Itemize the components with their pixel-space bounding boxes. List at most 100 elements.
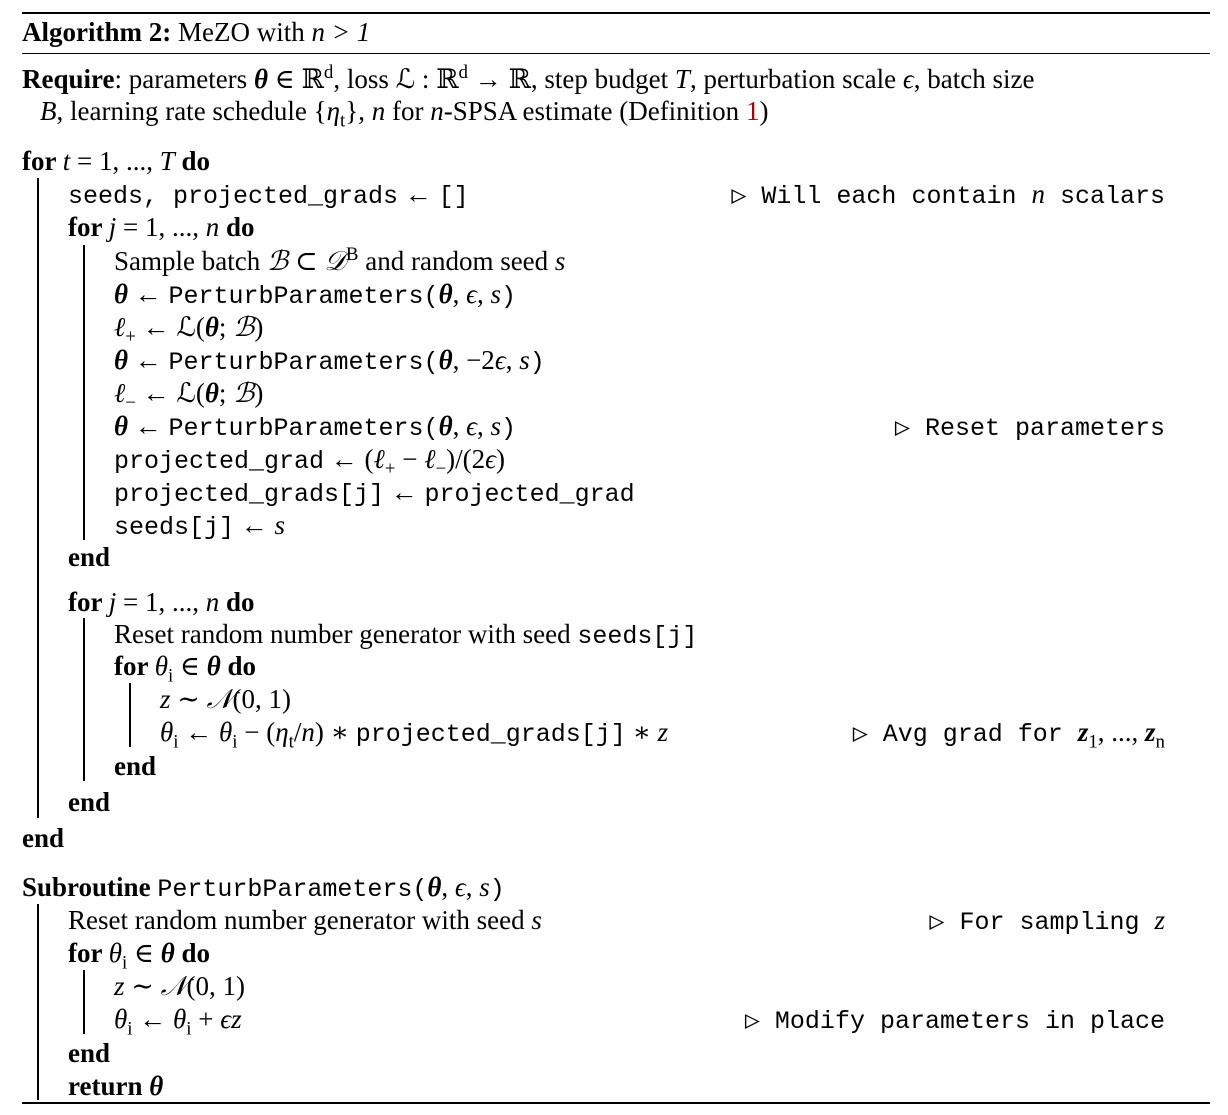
text-segment: n (205, 587, 220, 617)
text-segment: θ (149, 1071, 164, 1101)
text-segment: ∈ ℝ (267, 64, 324, 94)
text-segment: projected_grad (424, 480, 635, 509)
text-segment: ▷ Reset parameters (894, 414, 1165, 443)
text-segment: ℒ (176, 312, 196, 342)
text-segment: ∈ (173, 651, 207, 681)
text-segment: η (275, 717, 289, 747)
text-segment: ℓ (114, 312, 126, 342)
text-segment: s (479, 872, 490, 902)
text-segment: Sample batch (114, 246, 267, 276)
text-segment: T (674, 64, 690, 94)
text-segment: = 1, ..., (116, 212, 206, 242)
text-segment: , (476, 279, 491, 309)
text-segment: , ..., (1097, 717, 1146, 747)
text-segment: ) (529, 348, 545, 377)
text-segment: ϵ (466, 411, 477, 441)
text-segment: ) ∗ (314, 717, 356, 747)
algorithm-line: z ∼ 𝒩(0, 1) (160, 683, 291, 715)
text-segment: ℬ (233, 312, 255, 342)
text-segment: ) (254, 378, 264, 408)
text-segment: t (62, 146, 71, 176)
algorithm-line: for j = 1, ..., n do (68, 211, 255, 243)
text-segment: j (108, 587, 117, 617)
indent-bar-outer-loop (37, 178, 39, 818)
text-segment: [] (438, 182, 469, 211)
algorithm-name: MeZO with (177, 17, 305, 47)
algorithm-line: Reset random number generator with seed … (68, 904, 542, 936)
text-segment: for (22, 146, 63, 176)
text-segment: z (1145, 717, 1156, 747)
text-segment: ϵ (902, 64, 914, 94)
text-segment: ∈ (127, 938, 161, 968)
text-segment: return (68, 1071, 150, 1101)
algorithm-line: end (68, 1037, 110, 1069)
text-segment: ; (218, 312, 234, 342)
text-segment: ℒ (176, 378, 196, 408)
text-segment: ϵ (454, 872, 466, 902)
text-segment: ← (128, 345, 169, 375)
text-segment: (0, 1) (232, 684, 291, 714)
algorithm-line: for θi ∈ θ do (114, 650, 256, 685)
text-segment: and random seed (358, 246, 555, 276)
text-segment: θ (173, 1004, 187, 1034)
algorithm-line: θi ← θi + ϵz (114, 1003, 242, 1038)
algorithm-comment: ▷ For sampling z (929, 904, 1165, 939)
text-segment: for (68, 587, 109, 617)
text-segment: ← (132, 1004, 174, 1034)
text-segment: i (168, 665, 174, 687)
text-segment: θ (160, 717, 174, 747)
text-segment: : ℝ (415, 64, 459, 94)
text-segment: θ (160, 938, 175, 968)
text-segment: ϵ (466, 279, 477, 309)
text-segment: θ (438, 279, 453, 309)
text-segment: , (441, 872, 455, 902)
algorithm-line: return θ (68, 1070, 163, 1102)
top-rule (22, 12, 1210, 14)
text-segment: projected_grads[j] (114, 480, 385, 509)
text-segment: do (174, 938, 211, 968)
text-segment: end (22, 823, 65, 853)
algorithm-line: for j = 1, ..., n do (68, 586, 255, 618)
text-segment: do (219, 587, 255, 617)
text-segment: , perturbation scale (689, 64, 903, 94)
algorithm-line: for θi ∈ θ do (68, 937, 211, 972)
algorithm-line: projected_grad ← (ℓ+ − ℓ−)/(2ϵ) (114, 443, 505, 478)
text-segment: PerturbParameters( (168, 282, 439, 311)
text-segment: , −2 (452, 345, 495, 375)
text-segment: ℓ (114, 378, 126, 408)
text-segment: ) (500, 282, 516, 311)
text-segment: ← (135, 378, 177, 408)
text-segment: do (174, 146, 211, 176)
text-segment: t (340, 110, 346, 132)
text-segment: PerturbParameters( (168, 348, 439, 377)
algorithm-line: end (114, 750, 156, 782)
text-segment: d (323, 62, 334, 83)
text-segment: end (68, 787, 111, 817)
text-segment: θ (114, 345, 129, 375)
text-segment: − (395, 444, 425, 474)
algorithm-line: Sample batch ℬ ⊂ 𝒟B and random seed s (114, 245, 565, 277)
text-segment: j (108, 212, 117, 242)
text-segment: ← (128, 279, 169, 309)
text-segment: n (1031, 179, 1045, 209)
require-line-2: B, learning rate schedule {ηt}, n for n-… (40, 95, 768, 130)
text-segment: z (160, 684, 171, 714)
text-segment: n (371, 96, 386, 126)
text-segment: n (301, 717, 315, 747)
text-segment: ℬ (233, 378, 255, 408)
bottom-rule (22, 1102, 1210, 1104)
text-segment: for (114, 651, 155, 681)
text-segment: 1 (1088, 731, 1098, 753)
text-segment: s (519, 345, 530, 375)
text-segment: ) (495, 444, 505, 474)
require-keyword: Require (22, 64, 115, 94)
text-segment: seeds[j] (114, 513, 235, 542)
text-segment: }, (345, 96, 372, 126)
text-segment: / (293, 717, 302, 747)
text-segment: ▷ Will each contain (731, 182, 1032, 211)
algorithm-label: Algorithm 2: (22, 17, 172, 47)
algorithm-line: end (68, 786, 110, 818)
text-segment: ← (384, 477, 425, 507)
text-segment: i (122, 952, 128, 974)
text-segment: θ (219, 717, 233, 747)
